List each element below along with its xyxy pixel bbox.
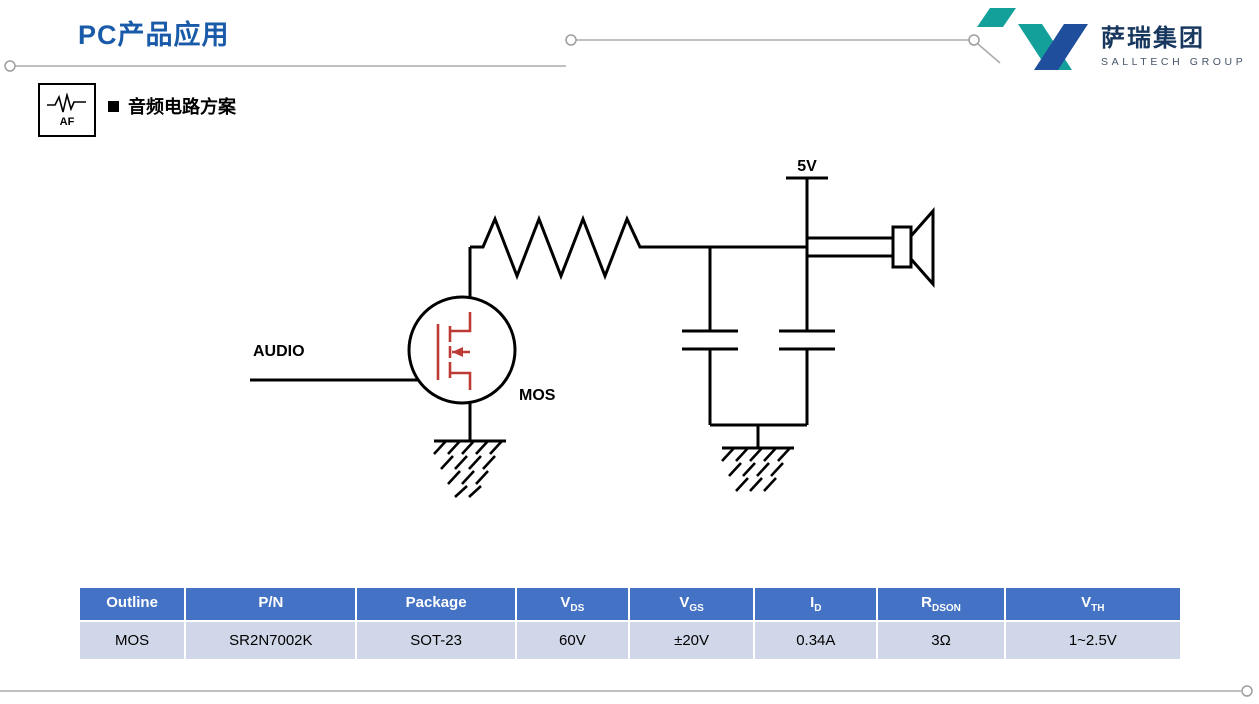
- header-text: Outline: [106, 594, 158, 611]
- audio-input-label: AUDIO: [253, 343, 305, 360]
- ground-symbol-caps: [721, 446, 794, 492]
- cell-outline: MOS: [80, 622, 185, 659]
- cell-rdson: 3Ω: [878, 622, 1004, 659]
- header-subscript: TH: [1091, 603, 1105, 614]
- cell-vth: 1~2.5V: [1005, 622, 1180, 659]
- col-header-id: ID: [755, 588, 877, 620]
- logo-mark-icon: [1018, 24, 1088, 70]
- speaker-icon: [891, 207, 935, 288]
- header-subscript: D: [814, 603, 822, 614]
- mos-device-label: MOS: [519, 387, 556, 404]
- af-icon-box: AF: [38, 83, 96, 137]
- logo-company-name: 萨瑞集团: [1101, 25, 1205, 53]
- resistor: [470, 214, 645, 281]
- spec-table: Outline P/N Package VDS VGS ID RDSON VTH…: [78, 586, 1182, 661]
- header-text: R: [921, 594, 932, 611]
- header-text: V: [560, 594, 571, 611]
- cell-vds: 60V: [516, 622, 628, 659]
- col-header-package: Package: [357, 588, 515, 620]
- table-header-row: Outline P/N Package VDS VGS ID RDSON VTH: [80, 588, 1180, 620]
- section-title: 音频电路方案: [128, 97, 236, 117]
- table-row: MOS SR2N7002K SOT-23 60V ±20V 0.34A 3Ω 1…: [80, 622, 1180, 659]
- supply-voltage-label: 5V: [797, 158, 817, 175]
- mosfet-body-circle: [407, 295, 517, 405]
- header-subscript: GS: [689, 603, 704, 614]
- page-title: PC产品应用: [78, 20, 230, 50]
- decor-circle-bottom: [1241, 685, 1253, 697]
- ground-symbol-mos: [433, 439, 506, 498]
- col-header-outline: Outline: [80, 588, 185, 620]
- corner-accent: [977, 8, 1016, 27]
- bullet-square-icon: [108, 100, 119, 112]
- header-text: I: [810, 594, 815, 611]
- header-text: V: [679, 594, 690, 611]
- cell-id: 0.34A: [755, 622, 877, 659]
- section-heading: 音频电路方案: [108, 93, 236, 119]
- header-text: P/N: [258, 594, 284, 611]
- logo-company-name-en: SALLTECH GROUP: [1101, 55, 1247, 68]
- mosfet-symbol: [436, 312, 472, 390]
- decor-circle-left: [4, 60, 16, 72]
- af-label: AF: [59, 115, 75, 128]
- cell-vgs: ±20V: [629, 622, 754, 659]
- cell-pn: SR2N7002K: [186, 622, 356, 659]
- header-text: Package: [405, 594, 467, 611]
- decor-circle-mid: [565, 34, 577, 46]
- col-header-vds: VDS: [516, 588, 628, 620]
- header-subscript: DSON: [931, 603, 961, 614]
- decor-circle-right: [968, 34, 980, 46]
- logo: 萨瑞集团 SALLTECH GROUP: [1014, 20, 1246, 74]
- waveform-icon: [47, 92, 86, 112]
- col-header-vth: VTH: [1005, 588, 1180, 620]
- header-text: V: [1081, 594, 1092, 611]
- col-header-pn: P/N: [186, 588, 356, 620]
- col-header-rdson: RDSON: [878, 588, 1004, 620]
- header-subscript: DS: [570, 603, 585, 614]
- cell-package: SOT-23: [357, 622, 515, 659]
- col-header-vgs: VGS: [629, 588, 754, 620]
